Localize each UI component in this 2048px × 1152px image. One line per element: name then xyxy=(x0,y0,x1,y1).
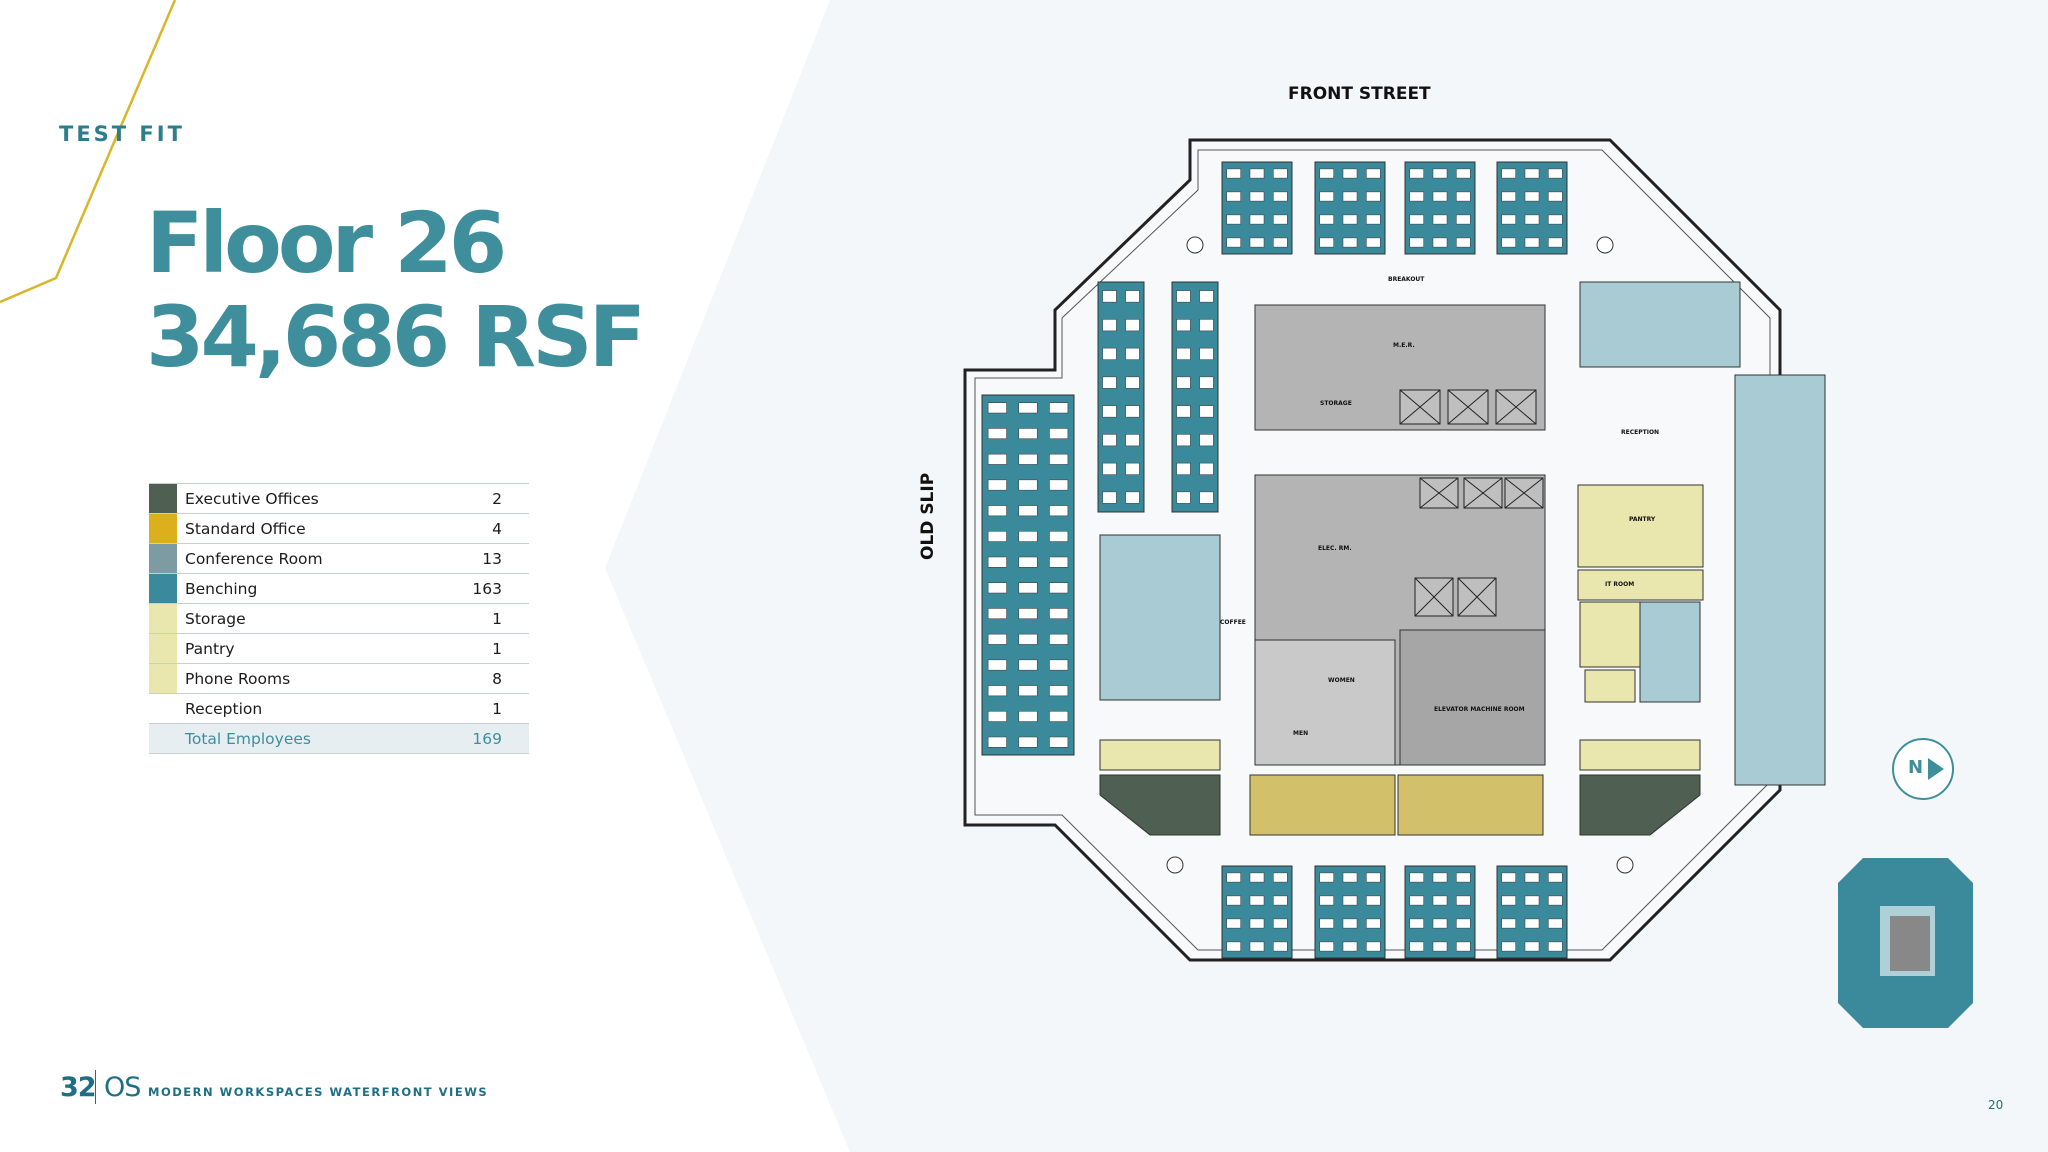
legend-row: Phone Rooms 8 xyxy=(149,663,529,694)
label-reception: RECEPTION xyxy=(1621,429,1660,436)
bench-group xyxy=(1097,281,1145,513)
legend-swatch xyxy=(149,633,177,664)
footer-tagline: MODERN WORKSPACES WATERFRONT VIEWS xyxy=(148,1085,489,1099)
exec-office-left xyxy=(1099,774,1221,836)
north-arrow: N xyxy=(1892,738,1954,800)
legend-row: Reception 1 xyxy=(149,693,529,724)
legend-row: Benching 163 xyxy=(149,573,529,604)
north-label: N xyxy=(1908,757,1924,778)
legend-label: Conference Room xyxy=(177,543,462,574)
logo-os: OS xyxy=(103,1072,141,1103)
conference-strip-right xyxy=(1734,374,1826,786)
legend-value: 163 xyxy=(462,573,529,604)
bench-group xyxy=(1496,865,1568,959)
old-slip-label: OLD SLIP xyxy=(918,472,938,560)
north-arrow-icon xyxy=(1928,758,1944,780)
legend-label: Pantry xyxy=(177,633,462,664)
bench-group xyxy=(1404,161,1476,255)
legend-label: Phone Rooms xyxy=(177,663,462,694)
total-value: 169 xyxy=(462,723,529,754)
legend-swatch xyxy=(149,723,177,754)
legend-swatch xyxy=(149,693,177,724)
bench-group xyxy=(1314,161,1386,255)
floor-plan xyxy=(963,138,1826,962)
total-label: Total Employees xyxy=(177,723,462,754)
legend-value: 1 xyxy=(462,633,529,664)
bench-group xyxy=(1171,281,1219,513)
office-row-right xyxy=(1397,774,1544,836)
bench-group xyxy=(1404,865,1476,959)
label-elevator-machine: ELEVATOR MACHINE ROOM xyxy=(1434,706,1525,713)
legend-value: 8 xyxy=(462,663,529,694)
floor-title: Floor 26 xyxy=(146,194,507,292)
legend-swatch xyxy=(149,543,177,574)
bench-group xyxy=(1314,865,1386,959)
label-mer: M.E.R. xyxy=(1393,342,1415,349)
eyebrow-label: TEST FIT xyxy=(59,122,185,146)
office-row-left xyxy=(1249,774,1396,836)
front-street-label: FRONT STREET xyxy=(1288,84,1431,104)
label-coffee: COFFEE xyxy=(1220,619,1246,626)
legend-swatch xyxy=(149,483,177,514)
label-men: MEN xyxy=(1293,730,1309,737)
bench-group xyxy=(981,394,1075,756)
legend-value: 1 xyxy=(462,693,529,724)
page-number: 20 xyxy=(1988,1098,2004,1112)
storage-mail xyxy=(1579,601,1641,668)
legend-value: 2 xyxy=(462,483,529,514)
legend-swatch xyxy=(149,513,177,544)
legend-row: Executive Offices 2 xyxy=(149,483,529,514)
label-it-room: IT ROOM xyxy=(1605,581,1635,588)
legend-swatch xyxy=(149,573,177,604)
label-women: WOMEN xyxy=(1328,677,1355,684)
label-pantry: PANTRY xyxy=(1629,516,1656,523)
legend-label: Standard Office xyxy=(177,513,462,544)
legend-label: Executive Offices xyxy=(177,483,462,514)
conference-top-right xyxy=(1579,281,1741,368)
label-storage: STORAGE xyxy=(1320,400,1352,407)
legend-label: Benching xyxy=(177,573,462,604)
it-rooms xyxy=(1577,569,1704,601)
logo-number: 32 xyxy=(60,1072,97,1103)
label-breakout: BREAKOUT xyxy=(1388,276,1425,283)
pantry xyxy=(1577,484,1704,568)
conference-left xyxy=(1099,534,1221,701)
legend-row: Pantry 1 xyxy=(149,633,529,664)
legend-row: Storage 1 xyxy=(149,603,529,634)
legend-label: Reception xyxy=(177,693,462,724)
logo-divider xyxy=(95,1070,96,1104)
footer-logo: 32 OS xyxy=(60,1072,141,1103)
bench-group xyxy=(1496,161,1568,255)
legend-value: 4 xyxy=(462,513,529,544)
legend-value: 1 xyxy=(462,603,529,634)
legend-value: 13 xyxy=(462,543,529,574)
label-elec-rm: ELEC. RM. xyxy=(1318,545,1352,552)
page-title: Floor 26 34,686 RSF xyxy=(146,194,646,386)
legend-swatch xyxy=(149,603,177,634)
legend-total-row: Total Employees 169 xyxy=(149,723,529,754)
exec-office-right xyxy=(1579,774,1701,836)
legend-row: Standard Office 4 xyxy=(149,513,529,544)
legend-table: Executive Offices 2 Standard Office 4 Co… xyxy=(149,483,529,754)
bench-group xyxy=(1221,865,1293,959)
legend-row: Conference Room 13 xyxy=(149,543,529,574)
key-plan-thumbnail xyxy=(1838,858,1973,1028)
legend-swatch xyxy=(149,663,177,694)
legend-label: Storage xyxy=(177,603,462,634)
bench-group xyxy=(1221,161,1293,255)
rsf-title: 34,686 RSF xyxy=(146,288,646,386)
